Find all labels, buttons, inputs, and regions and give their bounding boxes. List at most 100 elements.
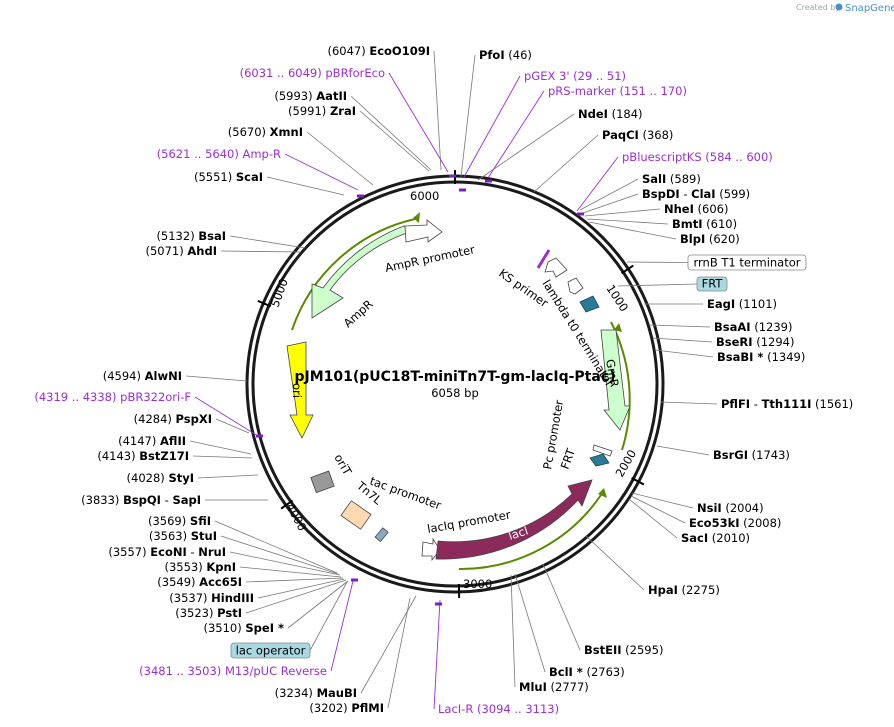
enzyme-label-psti[interactable]: (3523) PstI [175, 606, 242, 620]
feature-gmr[interactable] [600, 329, 631, 431]
enzyme-label-ndei[interactable]: NdeI (184) [578, 107, 643, 121]
enzyme-label-bspqi[interactable]: (3833) BspQI - SapI [81, 493, 201, 507]
enzyme-label-styi[interactable]: (4028) StyI [127, 471, 194, 485]
primer-pbr322ori-f[interactable]: (4319 .. 4338) pBR322ori-F [34, 390, 263, 438]
feature-laci[interactable] [435, 479, 593, 560]
enzyme-label-ecoo109i[interactable]: (6047) EcoO109I [327, 44, 430, 58]
enzyme-label-stui[interactable]: (3563) StuI [149, 529, 217, 543]
enzyme-label-bsabi[interactable]: BsaBI * (1349) [717, 350, 805, 364]
enzyme-label-bstz17i[interactable]: (4143) BstZ17I [97, 449, 189, 463]
enzyme-text-hpai: HpaI (2275) [648, 583, 720, 597]
feature-lac-operator-mark[interactable] [374, 527, 389, 543]
leader-paqci [533, 134, 599, 193]
primer-pbrforeco[interactable]: (6031 .. 6049) pBRforEco [240, 66, 456, 178]
enzyme-label-kpni[interactable]: (3553) KpnI [164, 560, 236, 574]
boxed-label-frt[interactable]: FRT [696, 277, 728, 292]
feature-pc-promoter[interactable] [592, 444, 613, 457]
feature-lambda-t0-terminator[interactable] [567, 277, 584, 295]
enzyme-label-econi[interactable]: (3557) EcoNI - NruI [108, 545, 226, 559]
enzyme-label-bsrgi[interactable]: BsrGI (1743) [713, 448, 790, 462]
primer-leader-pbr322ori-f [194, 396, 259, 437]
primer-pgex-3[interactable]: pGEX 3' (29 .. 51) [459, 69, 626, 192]
feature-tn7l[interactable] [340, 500, 372, 530]
enzyme-label-nsii[interactable]: NsiI (2004) [697, 501, 764, 515]
enzyme-text-bcli: BclI * (2763) [549, 665, 625, 679]
enzyme-label-bmti[interactable]: BmtI (610) [672, 217, 737, 231]
enzyme-label-mlui[interactable]: MluI (2777) [519, 680, 589, 694]
enzyme-label-xmni[interactable]: (5670) XmnI [228, 125, 303, 139]
enzyme-label-ahdi[interactable]: (5071) AhdI [145, 244, 217, 258]
boxed-leader-frt [617, 283, 698, 287]
primer-leader-prs-marker [487, 90, 545, 179]
primer-pbluescriptks[interactable]: pBluescriptKS (584 .. 600) [577, 150, 773, 216]
feature-orit[interactable] [310, 470, 335, 494]
enzyme-label-eagi[interactable]: EagI (1101) [707, 297, 777, 311]
enzyme-label-nhei[interactable]: NheI (606) [664, 202, 728, 216]
feature-ks-primer[interactable] [544, 257, 568, 278]
enzyme-label-scai[interactable]: (5551) ScaI [194, 170, 263, 184]
primer-leader-laci-r [433, 599, 441, 710]
leader-spei [287, 580, 349, 629]
primer-text-pgex-3: pGEX 3' (29 .. 51) [524, 69, 626, 83]
tick-label-5000: 5000 [268, 277, 291, 309]
tick-label-1000: 1000 [603, 282, 631, 314]
enzyme-label-pflfi[interactable]: PflFI - Tth111I (1561) [721, 397, 853, 411]
enzyme-label-blpi[interactable]: BlpI (620) [680, 232, 740, 246]
primer-leader-pgex-3 [463, 75, 521, 178]
enzyme-label-spei[interactable]: (3510) SpeI * [203, 621, 284, 635]
feature-frt-upper[interactable] [579, 295, 600, 313]
enzyme-text-eagi: EagI (1101) [707, 297, 777, 311]
enzyme-label-saci[interactable]: SacI (2010) [681, 531, 750, 545]
leader-mlui [510, 574, 516, 688]
primer-laci-r[interactable]: LacI-R (3094 .. 3113) [435, 602, 559, 717]
snapgene-logo-icon [835, 3, 843, 11]
enzyme-text-aflii: (4147) AflII [118, 434, 186, 448]
enzyme-label-bseri[interactable]: BseRI (1294) [716, 335, 794, 349]
primer-prs-marker[interactable]: pRS-marker (151 .. 170) [485, 84, 687, 183]
enzyme-label-bcli[interactable]: BclI * (2763) [549, 665, 625, 679]
enzyme-label-acc65i[interactable]: (3549) Acc65I [157, 575, 242, 589]
enzyme-text-sfii: (3569) SfiI [148, 514, 211, 528]
feature-frt-lower[interactable] [589, 453, 610, 467]
enzyme-text-nsii: NsiI (2004) [697, 501, 764, 515]
enzyme-label-bspdi[interactable]: BspDI - ClaI (599) [642, 187, 750, 201]
enzyme-label-maubi[interactable]: (3234) MauBI [275, 686, 357, 700]
enzyme-label-hpai[interactable]: HpaI (2275) [648, 583, 720, 597]
enzyme-label-bsteii[interactable]: BstEII (2595) [584, 643, 663, 657]
boxed-label-rrnb-t1-terminator[interactable]: rrnB T1 terminator [687, 254, 807, 271]
feature-ampr-promoter[interactable] [404, 219, 443, 243]
enzyme-label-alwni[interactable]: (4594) AlwNI [103, 369, 182, 383]
enzyme-text-nhei: NheI (606) [664, 202, 728, 216]
enzyme-label-aflii[interactable]: (4147) AflII [118, 434, 186, 448]
feature-laciq-promoter[interactable] [421, 537, 441, 562]
enzyme-label-bsai[interactable]: (5132) BsaI [156, 229, 226, 243]
boxed-label-lac-operator[interactable]: lac operator [230, 642, 311, 659]
leader-bcli [514, 573, 546, 673]
enzyme-label-hindiii[interactable]: (3537) HindIII [169, 591, 254, 605]
enzyme-label-paqci[interactable]: PaqCI (368) [602, 128, 673, 142]
label-leaders [185, 50, 718, 710]
feature-orit-label: oriT [331, 452, 355, 479]
primer-amp-r[interactable]: (5621 .. 5640) Amp-R [157, 147, 364, 198]
enzyme-label-aatii[interactable]: (5993) AatII [274, 89, 347, 103]
leader-blpi [588, 221, 677, 240]
direction-arc-gmr [610, 321, 631, 451]
enzyme-label-bsaai[interactable]: BsaAI (1239) [714, 320, 792, 334]
enzyme-label-pspxi[interactable]: (4284) PspXI [134, 412, 212, 426]
enzyme-label-pfoi[interactable]: PfoI (46) [479, 48, 532, 62]
primer-text-laci-r: LacI-R (3094 .. 3113) [438, 702, 559, 716]
boxed-label-text-lac-operator: lac operator [236, 644, 306, 658]
leader-bsai [229, 235, 306, 249]
enzyme-label-zrai[interactable]: (5991) ZraI [288, 104, 356, 118]
feature-ori[interactable] [286, 341, 314, 439]
primer-mark-pbluescriptks [577, 212, 584, 216]
feature-ampr[interactable] [311, 225, 411, 319]
boxed-label-bg-lac-operator [230, 642, 311, 659]
enzyme-text-bstz17i: (4143) BstZ17I [97, 449, 189, 463]
enzyme-label-pflmi[interactable]: (3202) PflMI [309, 701, 384, 715]
enzyme-label-sali[interactable]: SalI (589) [642, 172, 701, 186]
enzyme-label-eco53ki[interactable]: Eco53kI (2008) [689, 516, 781, 530]
primer-m13-puc-reverse[interactable]: (3481 .. 3503) M13/pUC Reverse [139, 578, 358, 679]
enzyme-label-sfii[interactable]: (3569) SfiI [148, 514, 211, 528]
